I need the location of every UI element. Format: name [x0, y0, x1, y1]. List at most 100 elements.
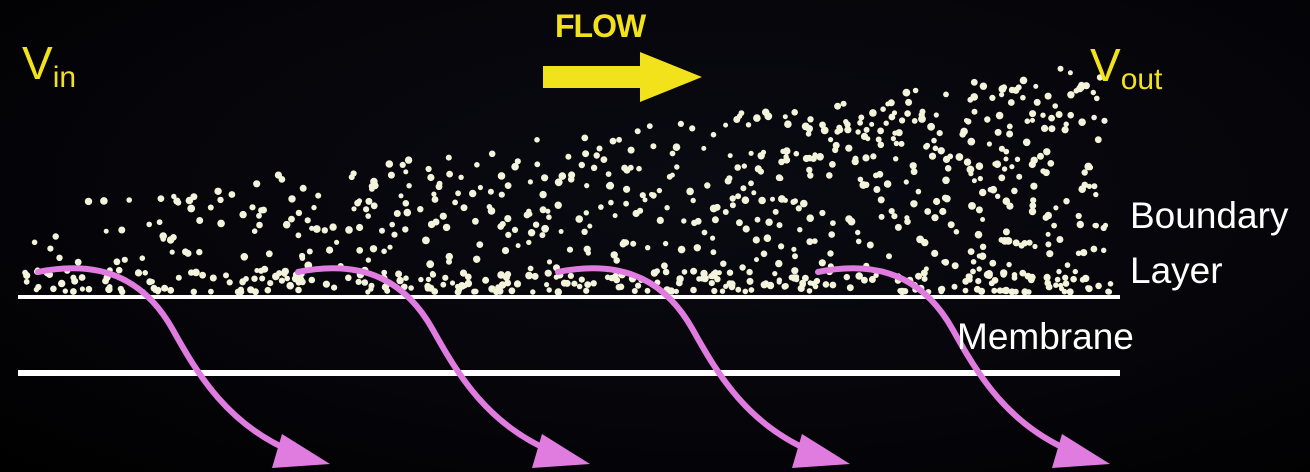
particle	[583, 288, 589, 294]
particle	[229, 191, 236, 198]
particle	[806, 167, 812, 173]
particle	[620, 241, 627, 248]
particle	[431, 288, 438, 295]
particle	[387, 245, 392, 250]
particle	[386, 160, 394, 168]
particle	[899, 141, 905, 147]
particle	[989, 95, 995, 101]
particle	[943, 195, 950, 202]
particle	[579, 162, 585, 168]
particle	[790, 199, 796, 205]
particle	[676, 280, 683, 287]
particle	[1067, 91, 1074, 98]
particle	[730, 202, 736, 208]
particle	[1056, 111, 1063, 118]
particle	[894, 141, 899, 146]
v-in-label: Vin	[22, 40, 76, 93]
particle	[855, 230, 860, 235]
particle	[828, 137, 833, 142]
particle	[322, 227, 328, 233]
particle	[379, 228, 385, 234]
particle	[524, 212, 531, 219]
particle	[904, 110, 911, 117]
particle	[561, 280, 568, 287]
particle	[976, 206, 983, 213]
particle	[761, 150, 766, 155]
particle	[748, 180, 754, 186]
particle	[753, 114, 761, 122]
particle	[895, 224, 902, 231]
particle	[403, 169, 408, 174]
particle	[323, 281, 330, 288]
particle	[920, 109, 926, 115]
particle	[1040, 113, 1045, 118]
particle	[1095, 136, 1102, 143]
particle	[690, 287, 697, 294]
particle	[661, 262, 668, 269]
particle	[1048, 115, 1055, 122]
particle	[80, 286, 85, 291]
particle	[1037, 153, 1044, 160]
particle	[1062, 126, 1069, 133]
particle	[861, 133, 868, 140]
particle	[389, 222, 395, 228]
particle	[1056, 236, 1063, 243]
particle	[35, 284, 41, 290]
particle	[313, 225, 321, 233]
particle	[987, 141, 992, 146]
particle	[1000, 271, 1007, 278]
particle	[1008, 99, 1015, 106]
particle	[354, 200, 361, 207]
particle	[455, 289, 462, 296]
particle	[315, 193, 321, 199]
particle	[1043, 148, 1050, 155]
particle	[192, 269, 200, 277]
particle	[690, 268, 697, 275]
particle	[663, 241, 668, 246]
particle	[888, 99, 895, 106]
particle	[1046, 250, 1053, 257]
particle	[582, 150, 589, 157]
particle	[775, 260, 782, 267]
particle	[1078, 82, 1085, 89]
particle	[555, 178, 563, 186]
particle	[512, 227, 518, 233]
particle	[1030, 183, 1037, 190]
particle	[1101, 118, 1107, 124]
particle	[1093, 223, 1099, 229]
particle	[780, 149, 785, 154]
layer-label: Layer	[1130, 252, 1223, 289]
particle	[723, 123, 728, 128]
particle	[841, 101, 847, 107]
particle	[167, 236, 174, 243]
particle	[670, 151, 676, 157]
particle	[362, 279, 369, 286]
particle	[826, 172, 833, 179]
particle	[616, 137, 622, 143]
particle	[597, 146, 603, 152]
particle	[554, 275, 559, 280]
curved-down-arrow-icon	[272, 434, 330, 468]
particle	[746, 122, 751, 127]
particle	[810, 155, 817, 162]
particle	[399, 193, 404, 198]
particle	[606, 182, 614, 190]
particle	[803, 155, 810, 162]
particle	[288, 216, 295, 223]
particle	[704, 182, 710, 188]
particle	[827, 250, 833, 256]
particle	[191, 289, 197, 295]
particle	[876, 137, 882, 143]
particle	[217, 220, 225, 228]
particle	[118, 227, 125, 234]
particle	[905, 99, 912, 106]
particle	[855, 129, 860, 134]
particle	[999, 92, 1004, 97]
particle	[516, 243, 521, 248]
particle	[370, 245, 377, 252]
particle	[241, 253, 249, 261]
particle	[783, 157, 790, 164]
particle	[645, 245, 650, 250]
particle	[351, 206, 356, 211]
particle	[1021, 288, 1028, 295]
